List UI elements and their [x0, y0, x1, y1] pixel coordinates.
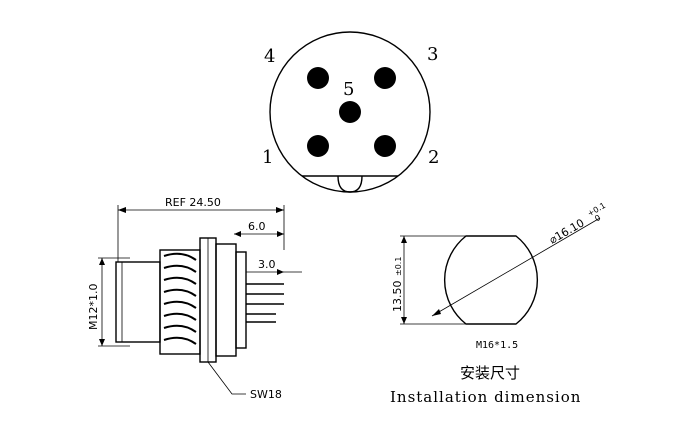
- dim3-arrow: [277, 269, 284, 275]
- dim-6-label: 6.0: [248, 220, 266, 233]
- ref-length-label: REF 24.50: [165, 196, 221, 209]
- pin-4-label: 4: [264, 46, 275, 67]
- wrench-size-label: SW18: [250, 388, 282, 401]
- pin-5-contact: [339, 101, 361, 123]
- m12-arrow-bottom: [99, 339, 105, 346]
- thread-size-label: M12*1.0: [87, 284, 100, 330]
- pin-5-label: 5: [343, 79, 354, 100]
- rear-step: [235, 251, 247, 349]
- pin-layout-front-view: 4 3 5 1 2: [262, 31, 439, 193]
- height-arrow-top: [401, 236, 407, 243]
- cutout-outline: [444, 235, 538, 325]
- pin-3-contact: [374, 67, 396, 89]
- pin-3-label: 3: [427, 44, 438, 65]
- ref-dim-arrow-left: [118, 207, 126, 213]
- pin-4-contact: [307, 67, 329, 89]
- installation-cutout-view: 13.50 ±0.1 ⌀16.10 +0.1 0 M16*1.5 安装尺寸 In…: [390, 201, 607, 406]
- sw18-leader: [207, 361, 246, 395]
- height-arrow-bottom: [401, 317, 407, 324]
- pin-1-label: 1: [262, 147, 273, 168]
- dim6-arrow-left: [234, 231, 241, 237]
- diameter-tol-bottom: 0: [593, 213, 602, 223]
- diameter-arrow: [432, 309, 441, 316]
- caption-english: Installation dimension: [390, 388, 581, 406]
- thread-coils: [163, 252, 197, 345]
- pin-2-label: 2: [428, 147, 439, 168]
- height-tolerance: ±0.1: [394, 257, 403, 276]
- ref-dim-arrow-right: [276, 207, 284, 213]
- connector-side-view: REF 24.50 6.0 3.0 M12*1.0: [87, 196, 302, 401]
- diameter-leader: [431, 217, 601, 317]
- cutout-thread-label: M16*1.5: [476, 340, 518, 351]
- pin-1-contact: [307, 135, 329, 157]
- rear-body: [215, 243, 237, 357]
- height-value: 13.50: [391, 281, 404, 313]
- dim-3-label: 3.0: [258, 258, 276, 271]
- diameter-value: ⌀16.10: [547, 216, 587, 246]
- dim6-arrow-right: [277, 231, 284, 237]
- caption-chinese: 安装尺寸: [460, 364, 520, 382]
- m12-arrow-top: [99, 258, 105, 265]
- front-sleeve: [115, 261, 161, 343]
- pin-2-contact: [374, 135, 396, 157]
- keyway-notch: [337, 175, 363, 193]
